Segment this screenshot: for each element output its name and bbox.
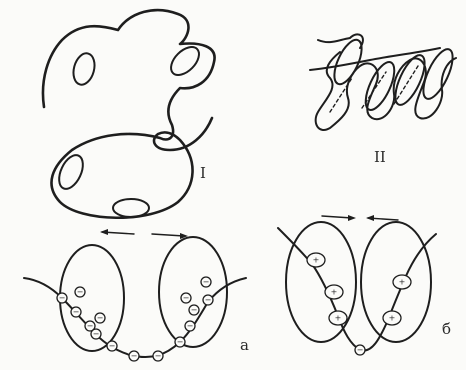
panel-b-arrows	[322, 215, 398, 221]
svg-text:−: −	[357, 346, 364, 355]
svg-text:−: −	[155, 352, 162, 361]
helix-chain	[310, 34, 456, 130]
svg-text:−: −	[187, 322, 194, 331]
svg-text:−: −	[59, 294, 66, 303]
chain-a	[24, 278, 246, 357]
loop-b-left	[286, 222, 356, 342]
globule-loop-3	[54, 151, 87, 192]
panel-one-label: I	[200, 164, 206, 182]
panel-a-arrows	[100, 229, 188, 239]
svg-text:+: +	[389, 314, 396, 323]
panel-b-loops: + + + − + + б	[278, 215, 451, 355]
svg-text:−: −	[77, 288, 84, 297]
panel-one-globule: I	[43, 10, 215, 218]
svg-text:−: −	[183, 294, 190, 303]
svg-text:+: +	[335, 314, 342, 323]
svg-text:−: −	[191, 306, 198, 315]
svg-text:−: −	[205, 296, 212, 305]
globule-loop-2	[166, 42, 204, 80]
svg-text:+: +	[313, 256, 320, 265]
globule-loop-4	[113, 199, 149, 217]
svg-text:+: +	[331, 288, 338, 297]
svg-text:−: −	[131, 352, 138, 361]
svg-text:−: −	[177, 338, 184, 347]
globule-chain	[43, 10, 215, 218]
svg-text:+: +	[399, 278, 406, 287]
panel-a-label: a	[240, 336, 249, 354]
svg-text:−: −	[109, 342, 116, 351]
svg-text:−: −	[93, 330, 100, 339]
beads-b: + + + − + +	[307, 253, 411, 355]
panel-two-helix: II	[310, 34, 458, 166]
panel-b-label: б	[442, 320, 451, 338]
panel-a-loops: − − − − − − − − − − − − − − − a	[24, 229, 249, 361]
svg-text:−: −	[73, 308, 80, 317]
globule-loop-1	[70, 51, 98, 87]
svg-text:−: −	[97, 314, 104, 323]
panel-two-label: II	[374, 148, 386, 166]
svg-text:−: −	[203, 278, 210, 287]
